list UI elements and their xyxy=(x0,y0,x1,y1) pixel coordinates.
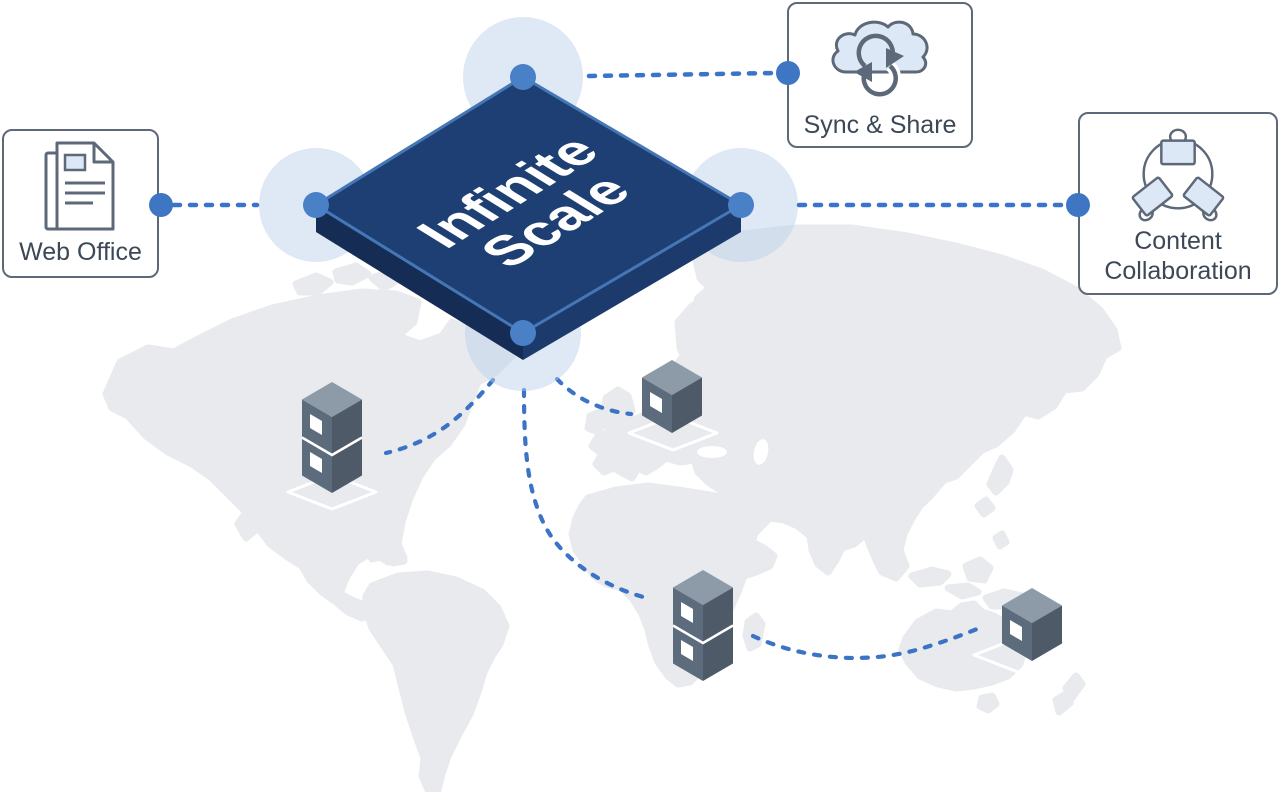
connection-hub-to-na-stack xyxy=(383,377,496,456)
server-stack-north-america xyxy=(301,382,363,493)
map-southeast-asia-islands xyxy=(908,530,1010,600)
map-madagascar xyxy=(742,612,766,652)
connector-dot-web-office xyxy=(149,193,173,217)
collaboration-icon xyxy=(1131,128,1225,222)
server-connections xyxy=(383,376,980,661)
platform-north-america xyxy=(286,473,378,511)
map-caspian-sea xyxy=(753,439,769,465)
map-black-sea xyxy=(697,446,727,458)
connection-hub-to-africa-stack xyxy=(521,387,654,602)
map-caribbean xyxy=(364,545,408,567)
corner-node-left xyxy=(303,192,329,218)
feature-card-content-collaboration: Content Collaboration xyxy=(1078,112,1278,295)
map-eurasia xyxy=(588,224,1122,582)
feature-label-sync-share: Sync & Share xyxy=(803,111,957,139)
hub-side-right xyxy=(523,205,741,360)
cloud-sync-icon xyxy=(831,20,929,100)
map-japan xyxy=(974,454,1014,518)
connector-dot-content-collaboration xyxy=(1066,193,1090,217)
feature-card-sync-share: Sync & Share xyxy=(787,2,973,148)
document-icon xyxy=(44,141,114,231)
server-cube-europe xyxy=(642,360,702,433)
world-map xyxy=(102,222,1122,792)
corner-node-bottom xyxy=(510,320,536,346)
server-stack-africa xyxy=(672,570,734,681)
map-south-america xyxy=(362,570,510,792)
platform-europe xyxy=(627,414,719,452)
corner-node-top xyxy=(510,64,536,90)
connector-dot-sync-share xyxy=(776,61,800,85)
connector-sync-share xyxy=(586,70,779,79)
server-cube-australia xyxy=(1002,588,1062,661)
feature-card-web-office: Web Office xyxy=(2,129,159,278)
feature-label-content-collaboration: Content Collaboration xyxy=(1104,227,1252,285)
hub-side-left xyxy=(316,205,523,360)
map-tasmania xyxy=(976,692,1000,714)
feature-label-web-office: Web Office xyxy=(19,238,142,266)
hub-corner-nodes xyxy=(303,64,754,346)
corner-node-right xyxy=(728,192,754,218)
hub-diamond: Infinite Scale xyxy=(314,75,743,360)
connection-africa-to-australia-cube xyxy=(750,626,980,661)
map-new-zealand xyxy=(1052,672,1086,716)
feature-connectors xyxy=(171,70,1066,208)
